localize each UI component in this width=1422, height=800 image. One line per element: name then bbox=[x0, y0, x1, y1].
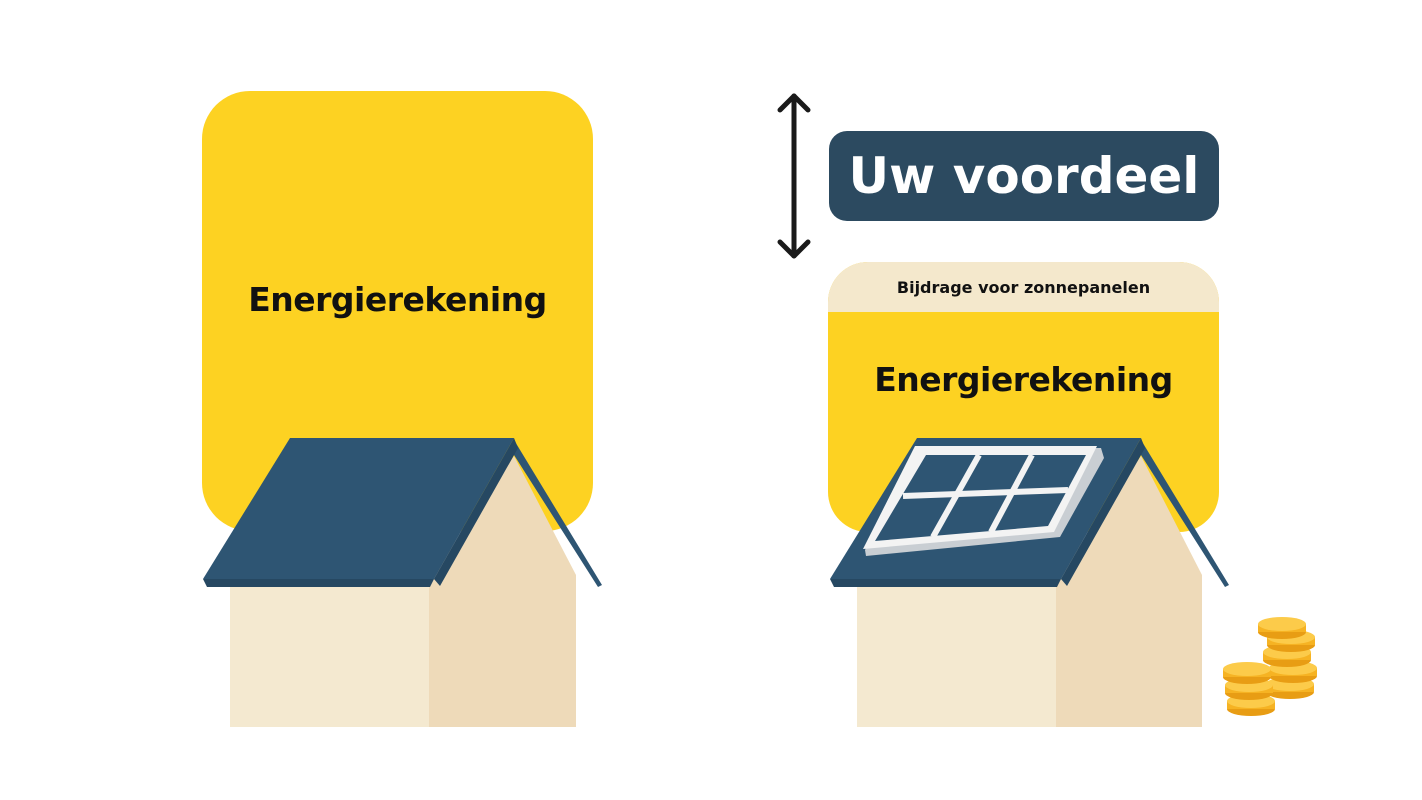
energy-bill-label-solar: Energierekening bbox=[874, 360, 1173, 399]
benefit-badge: Uw voordeel bbox=[829, 131, 1219, 221]
solar-contribution-label: Bijdrage voor zonnepanelen bbox=[896, 278, 1151, 297]
double-arrow-vertical-icon bbox=[777, 93, 811, 259]
solar-contribution-strip bbox=[828, 262, 1219, 312]
solar-panel-icon bbox=[863, 446, 1104, 556]
benefit-label: Uw voordeel bbox=[848, 147, 1200, 205]
energy-bill-label-current: Energierekening bbox=[248, 280, 547, 319]
coin-stack-icon bbox=[1223, 617, 1317, 716]
house-icon bbox=[203, 438, 602, 727]
